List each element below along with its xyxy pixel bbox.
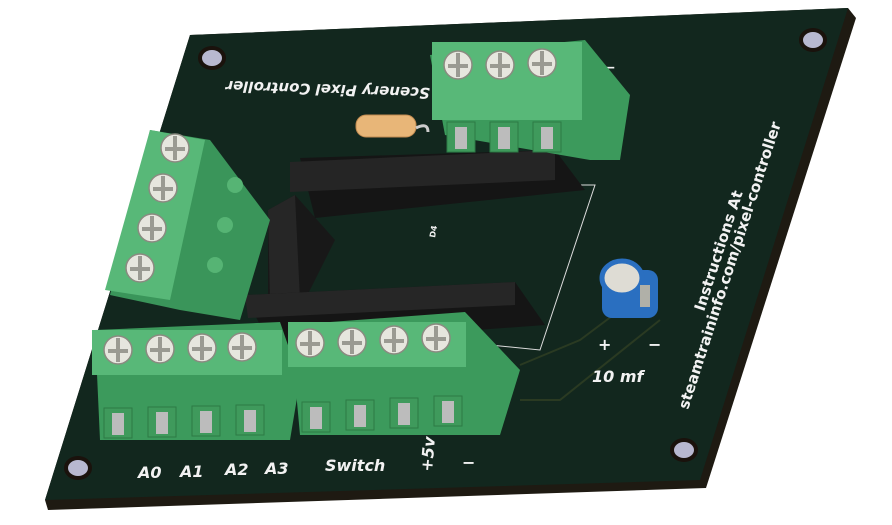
header-top — [290, 150, 585, 218]
capacitor — [599, 258, 658, 318]
mounting-hole — [198, 46, 226, 70]
capacitor-plus-label: + — [598, 335, 611, 354]
header-left — [268, 195, 335, 300]
pin-label-a1: A1 — [178, 462, 204, 481]
top-minus-label: − — [604, 60, 616, 76]
terminal-block-left — [105, 130, 270, 320]
capacitor-minus-label: − — [648, 335, 661, 354]
pin-label-5v: +5v — [417, 435, 439, 472]
pin-label-a0: A0 — [136, 463, 162, 482]
mounting-hole — [670, 438, 698, 462]
pin-label-a3: A3 — [263, 459, 289, 478]
mounting-hole — [799, 28, 827, 52]
terminal-block-switch-power — [288, 312, 520, 435]
trace — [519, 309, 661, 401]
resistor — [355, 114, 430, 138]
pin-label-gnd: − — [462, 453, 475, 472]
terminal-block-power — [430, 40, 630, 160]
d4-label: D4 — [428, 224, 439, 238]
pin-label-switch: Switch — [325, 456, 385, 475]
mounting-hole — [64, 456, 92, 480]
capacitor-value-label: 10 mf — [592, 367, 646, 386]
pin-label-a2: A2 — [223, 460, 249, 479]
terminal-block-analog — [92, 322, 300, 440]
